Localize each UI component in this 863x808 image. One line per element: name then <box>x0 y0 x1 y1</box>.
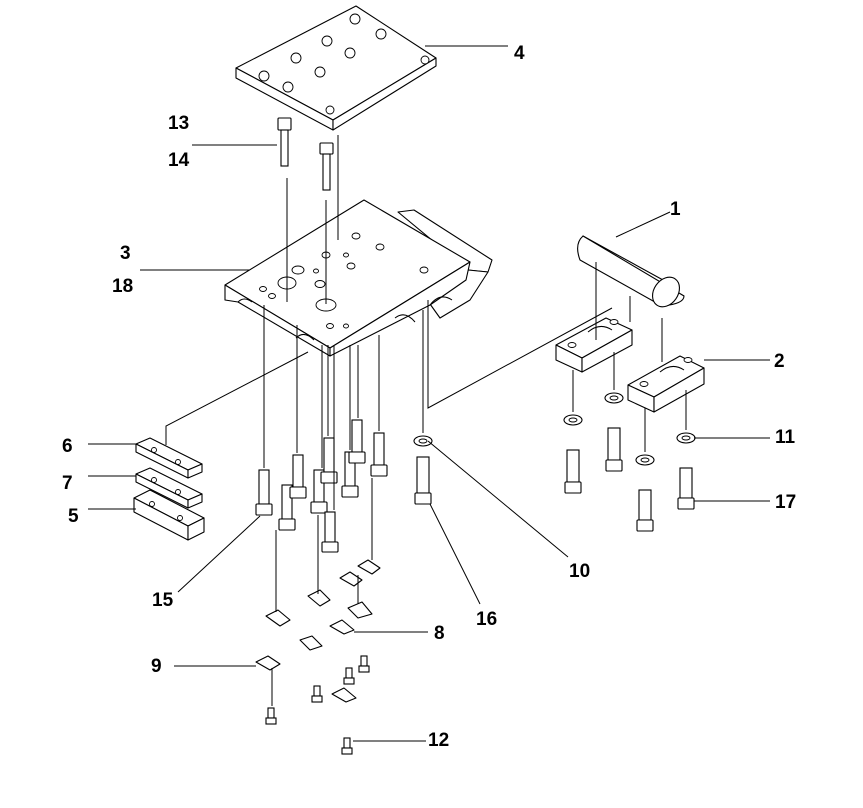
callout-leaders <box>88 45 770 742</box>
callout-3: 3 <box>120 243 131 264</box>
spring-clips <box>255 559 381 703</box>
callout-16: 16 <box>476 609 497 630</box>
callout-2: 2 <box>774 351 785 372</box>
callout-10: 10 <box>569 561 590 582</box>
callout-1: 1 <box>670 199 681 220</box>
clamp-half-right <box>627 355 705 413</box>
callout-8: 8 <box>434 623 445 644</box>
base-body <box>224 199 493 357</box>
clamp-half-left <box>555 317 633 373</box>
callout-9: 9 <box>151 656 162 677</box>
bar-7 <box>135 467 203 509</box>
socket-bolts <box>255 419 695 553</box>
callouts: 1 2 3 4 5 6 7 8 9 10 11 12 13 14 15 16 1… <box>62 43 796 751</box>
callout-13: 13 <box>168 113 189 134</box>
bar-5 <box>133 489 205 541</box>
assembly-lines <box>165 135 687 706</box>
top-bolt-left <box>277 117 292 167</box>
callout-17: 17 <box>775 492 796 513</box>
callout-11: 11 <box>775 427 796 448</box>
bar-6 <box>135 437 203 479</box>
top-bolt-right <box>319 142 334 191</box>
washers <box>413 392 696 466</box>
callout-18: 18 <box>112 276 133 297</box>
callout-14: 14 <box>168 150 190 171</box>
callout-5: 5 <box>68 506 79 527</box>
callout-12: 12 <box>428 730 449 751</box>
callout-7: 7 <box>62 473 73 494</box>
shaft <box>577 235 685 308</box>
small-screws <box>265 655 370 755</box>
callout-15: 15 <box>152 590 174 611</box>
callout-4: 4 <box>514 43 525 64</box>
top-plate <box>235 5 437 131</box>
callout-6: 6 <box>62 436 73 457</box>
